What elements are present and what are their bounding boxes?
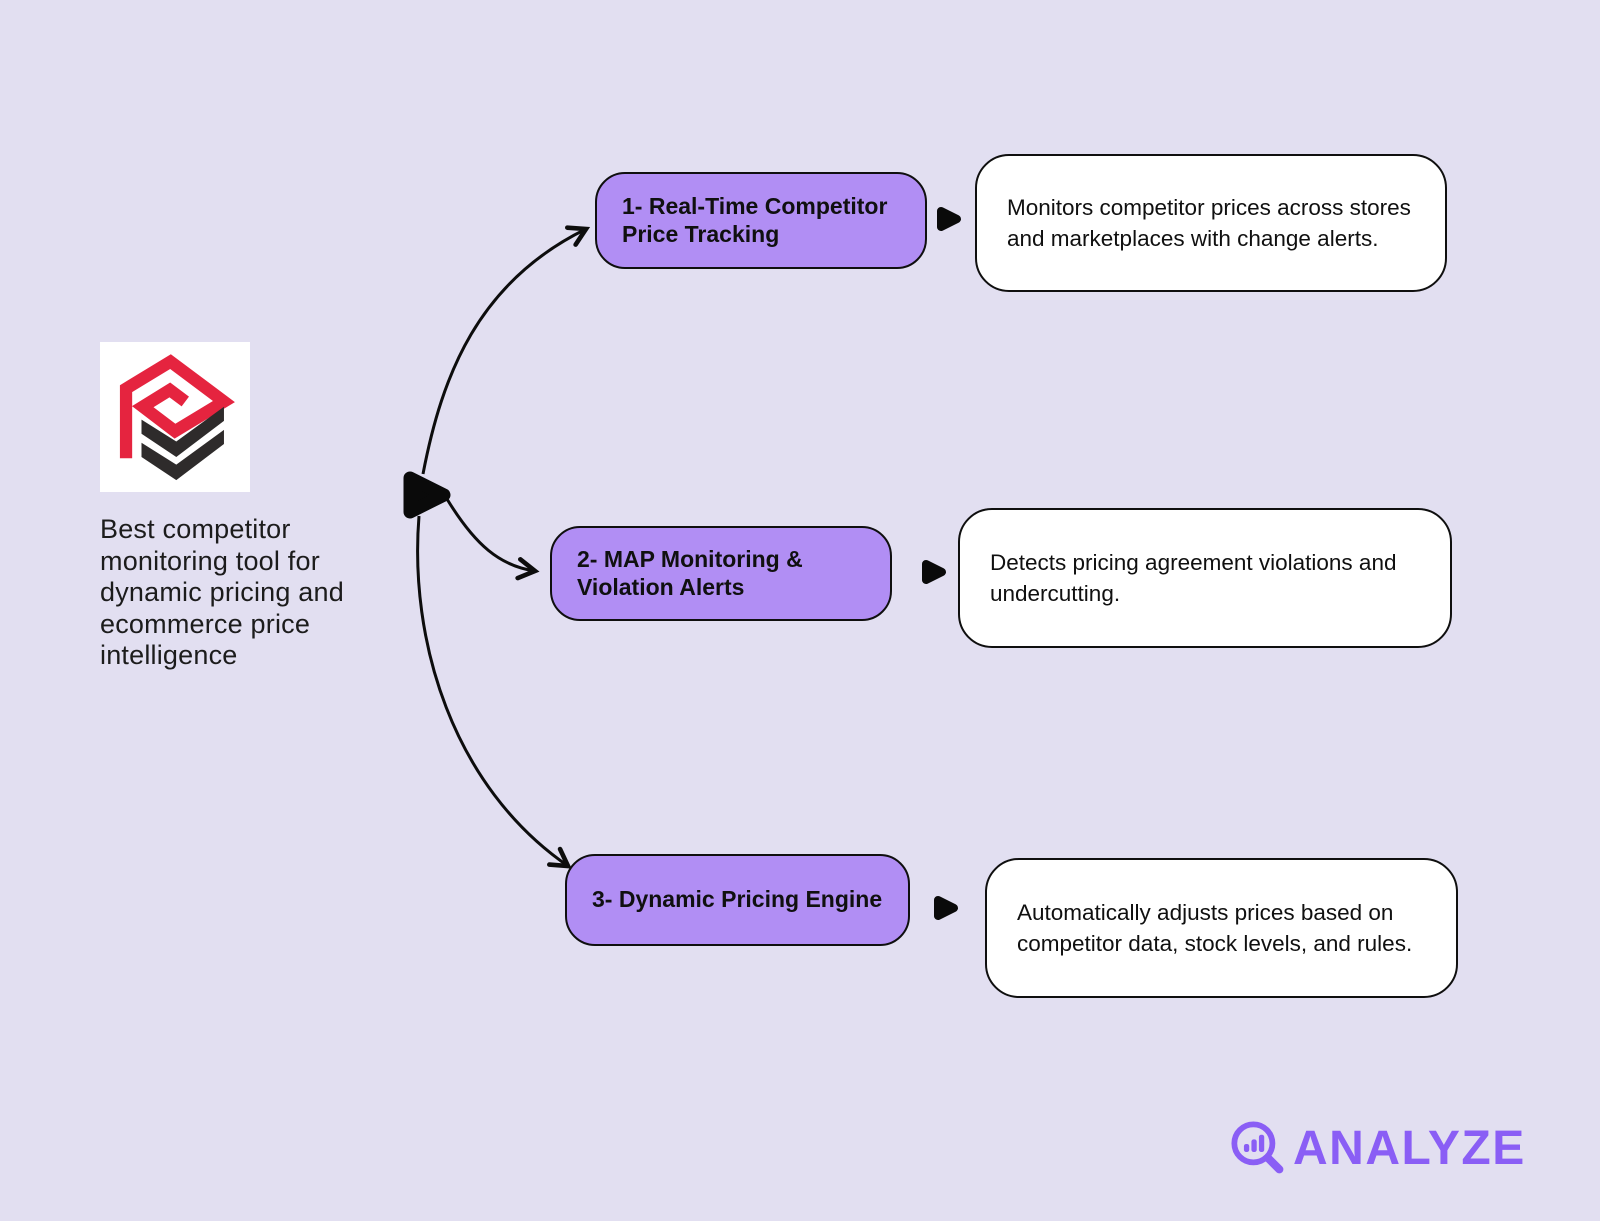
topic-node-3-label: 3- Dynamic Pricing Engine	[592, 886, 883, 913]
branch-curve-1	[421, 225, 591, 475]
description-card-3-text: Automatically adjusts prices based on co…	[1017, 899, 1413, 957]
play-node-icon	[403, 471, 451, 519]
description-card-1: Monitors competitor prices across stores…	[975, 154, 1447, 292]
description-card-2: Detects pricing agreement violations and…	[958, 508, 1452, 648]
topic-node-1: 1- Real-Time Competitor Price Tracking	[595, 172, 927, 269]
topic-node-2-label: 2- MAP Monitoring & Violation Alerts	[577, 545, 803, 600]
description-card-1-text: Monitors competitor prices across stores…	[1007, 194, 1411, 252]
teardrop-pointer-icon	[922, 560, 946, 584]
description-card-2-text: Detects pricing agreement violations and…	[990, 549, 1397, 607]
row-markers	[922, 207, 961, 920]
topic-node-1-label: 1- Real-Time Competitor Price Tracking	[622, 192, 888, 247]
intro-text: Best competitor monitoring tool for dyna…	[100, 514, 344, 671]
magnifier-bar-chart-icon	[1231, 1121, 1284, 1174]
price-stack-cube-logo-icon	[119, 354, 235, 481]
topic-node-3: 3- Dynamic Pricing Engine	[565, 854, 910, 946]
branch-curve-3	[416, 515, 572, 869]
branch-curve-2	[445, 498, 540, 581]
brand-logo	[100, 342, 250, 492]
teardrop-pointer-icon	[937, 207, 961, 231]
footer-brand-text: ANALYZE	[1293, 1121, 1526, 1175]
description-card-3: Automatically adjusts prices based on co…	[985, 858, 1458, 998]
teardrop-pointer-icon	[934, 896, 958, 920]
footer-brand: ANALYZE	[1228, 1118, 1526, 1178]
topic-node-2: 2- MAP Monitoring & Violation Alerts	[550, 526, 892, 621]
